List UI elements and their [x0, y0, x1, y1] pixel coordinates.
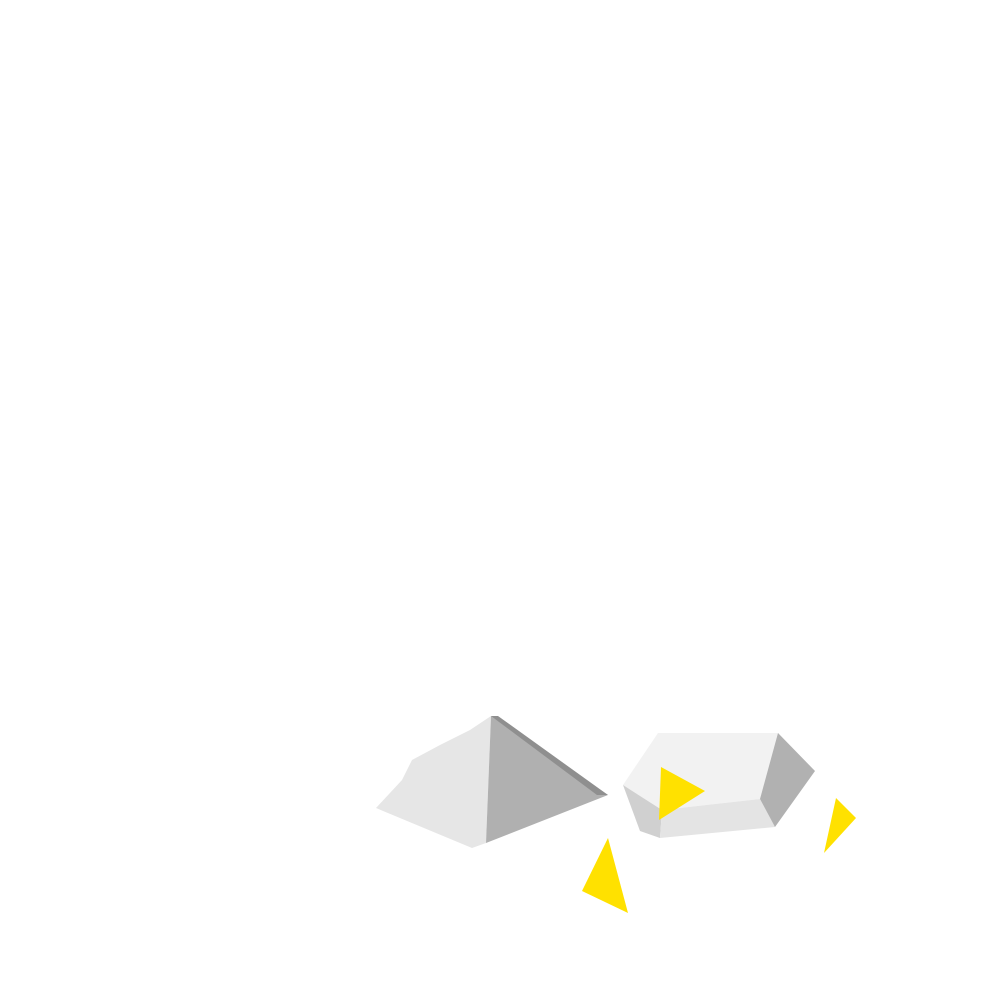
pyramid-edge-highlight — [491, 716, 608, 795]
pyramid-light-face — [376, 716, 491, 848]
yellow-shard-gem-icon — [659, 767, 705, 820]
gem-left-face — [623, 785, 662, 838]
gem-front-face — [660, 799, 775, 838]
pyramid-shadow-face — [486, 716, 608, 843]
yellow-shard-right-icon — [824, 798, 856, 853]
gem-top-face — [623, 733, 778, 810]
gem-icon — [623, 733, 815, 838]
pyramid-icon — [376, 716, 608, 848]
gem-right-face — [760, 733, 815, 827]
yellow-shard-bottom-icon — [582, 838, 628, 913]
